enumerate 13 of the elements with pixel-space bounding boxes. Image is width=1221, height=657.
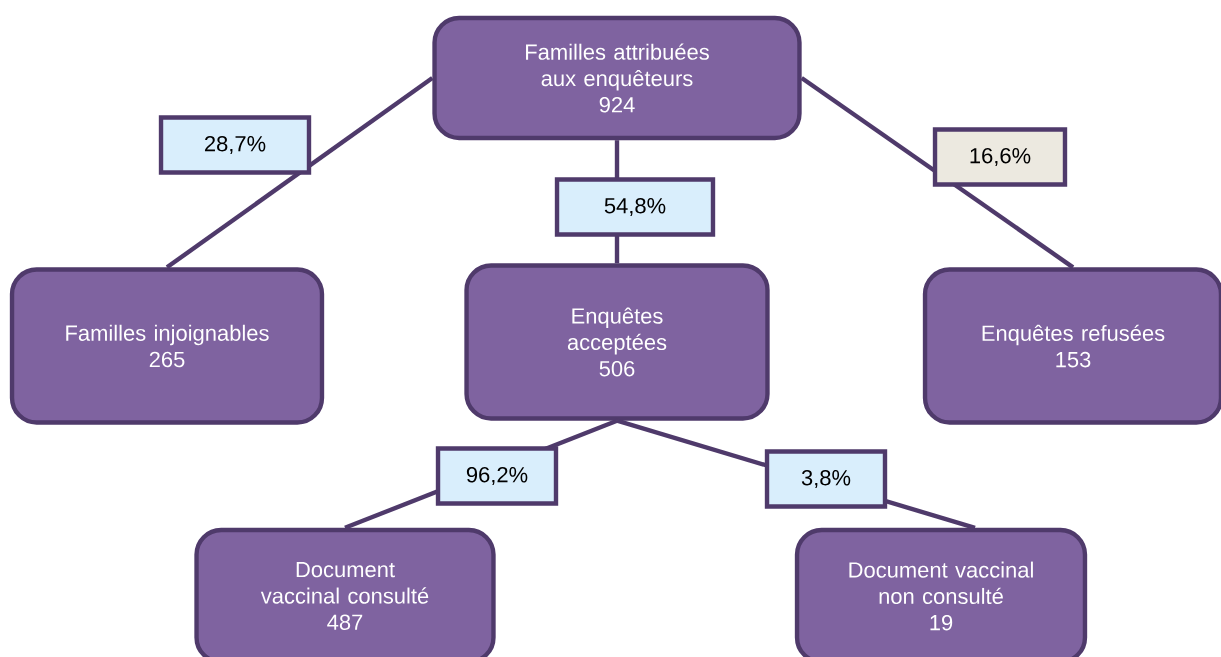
process-box: Familles injoignables 265	[9, 267, 325, 425]
process-box: Familles attribuées aux enquêteurs 924	[432, 15, 802, 141]
edge-label: 54,8%	[554, 177, 716, 237]
edge-label: 28,7%	[158, 115, 312, 175]
connector-line	[800, 76, 1075, 270]
edge-label: 3,8%	[764, 449, 888, 509]
process-box: Document vaccinal consulté 487	[194, 527, 496, 657]
connector-line	[165, 76, 434, 270]
process-box: Document vaccinal non consulté 19	[794, 527, 1088, 657]
edge-label: 16,6%	[932, 127, 1068, 187]
edge-label: 96,2%	[435, 446, 559, 506]
process-box: Enquêtes acceptées 506	[464, 263, 770, 421]
process-box: Enquêtes refusées 153	[922, 267, 1221, 425]
